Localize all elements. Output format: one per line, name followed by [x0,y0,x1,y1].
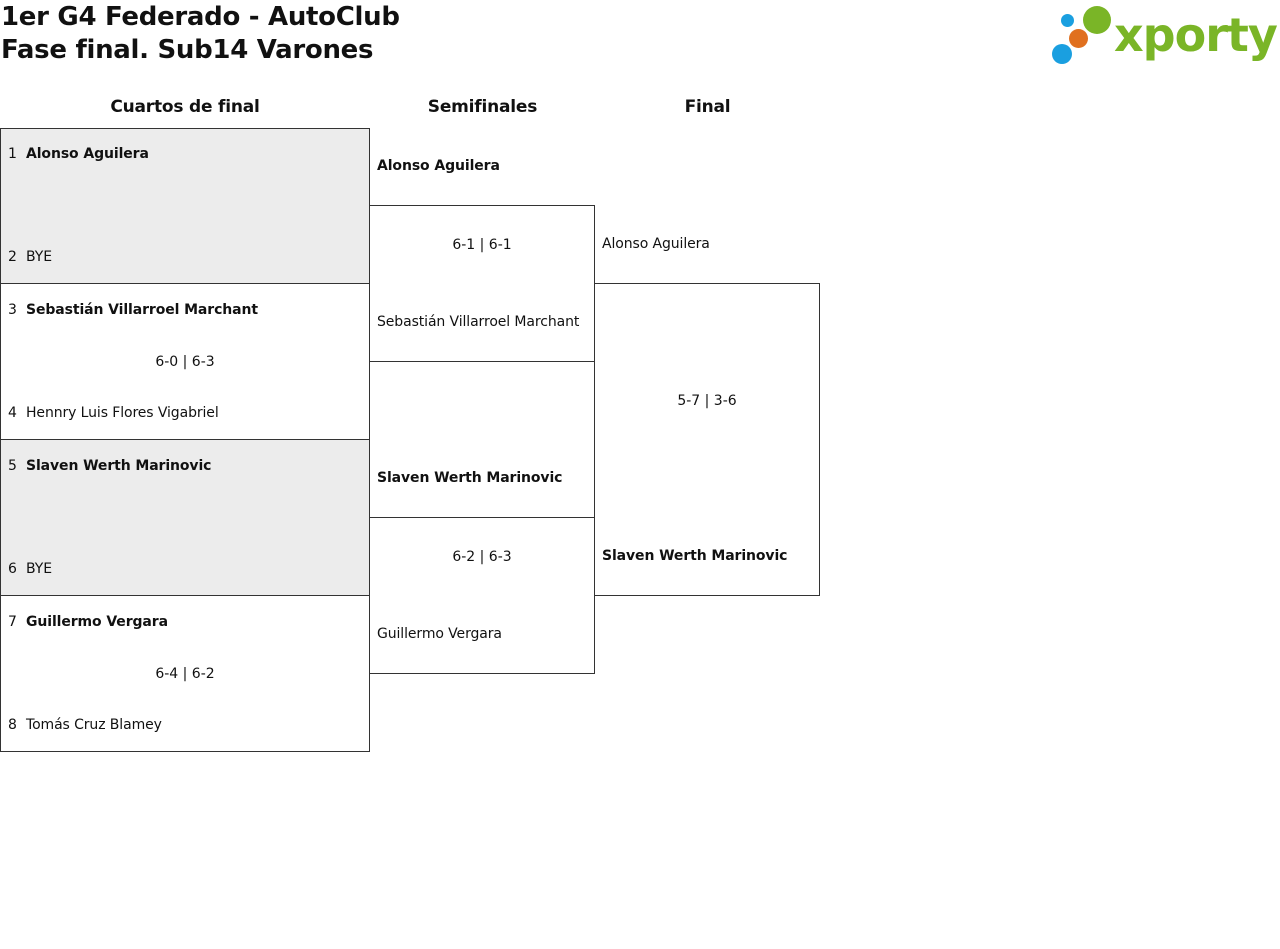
semifinal-player-top: Slaven Werth Marinovic [377,470,563,486]
match-score: 6-2 | 6-3 [452,549,512,565]
logo-dot-orange [1069,29,1088,48]
match-score: 5-7 | 3-6 [677,393,737,409]
logo-dot-blue [1052,44,1072,64]
seed-number: 4 [8,405,17,421]
match-score: 6-4 | 6-2 [155,666,215,682]
player-name: Slaven Werth Marinovic [26,458,212,474]
quarterfinal-player-bottom: 2 BYE [8,248,52,266]
seed-number: 5 [8,458,17,474]
page-title: 1er G4 Federado - AutoClub [1,2,400,32]
seed-number: 8 [8,717,17,733]
quarterfinal-player-top: 3 Sebastián Villarroel Marchant [8,301,258,319]
semifinal-player-top: Alonso Aguilera [377,158,500,174]
final-player-bottom: Slaven Werth Marinovic [602,548,788,564]
seed-number: 2 [8,249,17,265]
logo-dot-blue-small [1061,14,1074,27]
page-subtitle: Fase final. Sub14 Varones [1,35,374,65]
semifinal-player-bottom: Sebastián Villarroel Marchant [377,314,580,330]
quarterfinal-match[interactable] [0,128,370,284]
semifinal-player-bottom: Guillermo Vergara [377,626,502,642]
seed-number: 6 [8,561,17,577]
final-match[interactable] [594,283,820,596]
quarterfinal-player-top: 1 Alonso Aguilera [8,145,149,163]
round-header-final: Final [684,97,731,117]
player-name: BYE [26,561,52,577]
match-score: 6-0 | 6-3 [155,354,215,370]
xporty-logo[interactable]: xporty [1052,4,1278,68]
quarterfinal-match[interactable] [0,439,370,596]
match-score: 6-1 | 6-1 [452,237,512,253]
round-header-quarterfinals: Cuartos de final [110,97,260,117]
player-name: BYE [26,249,52,265]
player-name: Sebastián Villarroel Marchant [26,302,258,318]
semifinal-match[interactable] [369,517,595,674]
player-name: Alonso Aguilera [26,146,149,162]
quarterfinal-player-top: 5 Slaven Werth Marinovic [8,457,211,475]
player-name: Hennry Luis Flores Vigabriel [26,405,219,421]
semifinal-match[interactable] [369,205,595,362]
player-name: Guillermo Vergara [26,614,168,630]
seed-number: 1 [8,146,17,162]
quarterfinal-player-bottom: 8 Tomás Cruz Blamey [8,716,162,734]
logo-wordmark: xporty [1114,8,1278,62]
player-name: Tomás Cruz Blamey [26,717,162,733]
round-header-semifinals: Semifinales [427,97,538,117]
seed-number: 7 [8,614,17,630]
quarterfinal-player-bottom: 6 BYE [8,560,52,578]
logo-dot-green [1083,6,1111,34]
quarterfinal-player-top: 7 Guillermo Vergara [8,613,168,631]
quarterfinal-player-bottom: 4 Hennry Luis Flores Vigabriel [8,404,219,422]
final-player-top: Alonso Aguilera [602,236,710,252]
seed-number: 3 [8,302,17,318]
